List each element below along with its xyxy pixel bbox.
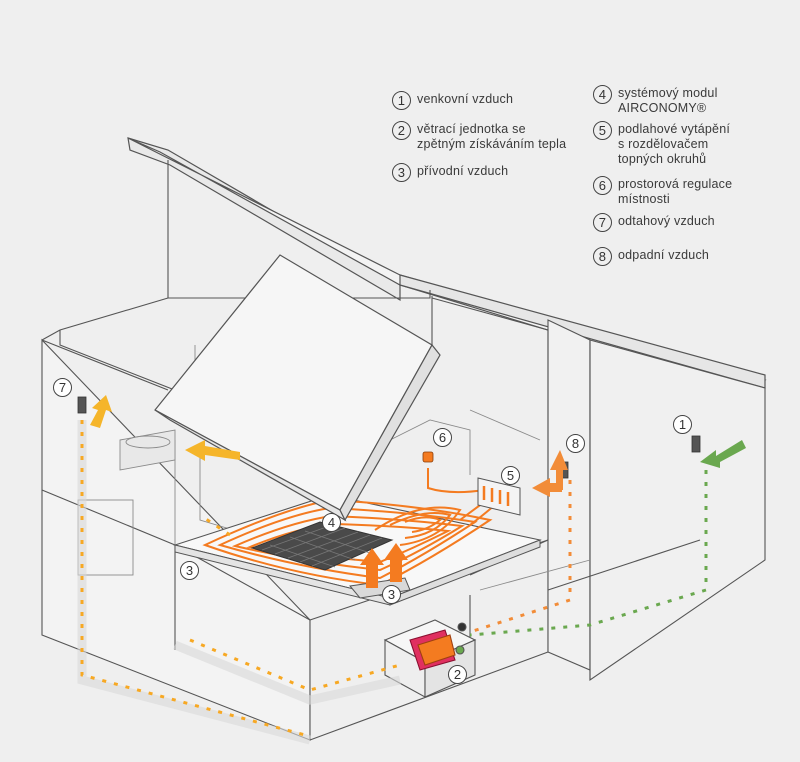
right-annex-wall xyxy=(589,339,766,682)
legend-label: odtahový vzduch xyxy=(618,214,715,228)
exhaust-air-arrow-left xyxy=(532,478,562,497)
extract-air-arrow-left xyxy=(90,395,112,428)
ventilation-unit xyxy=(383,619,477,698)
callout-1: 1 xyxy=(673,415,692,434)
heating-manifold xyxy=(477,477,521,516)
outdoor-air-arrow xyxy=(700,440,746,468)
front-roof-panel xyxy=(154,254,441,522)
legend-label: venkovní vzduch xyxy=(417,92,514,106)
callout-2: 2 xyxy=(448,665,467,684)
legend-number: 5 xyxy=(593,121,612,140)
supply-air-flow xyxy=(80,420,401,737)
legend-number: 7 xyxy=(593,213,612,232)
interior-lines xyxy=(77,345,591,591)
legend-label: větrací jednotka se zpětným získáváním t… xyxy=(417,122,567,151)
exhaust-air-arrow-up xyxy=(550,450,568,490)
legend-item-4: 4 systémový modul AIRCONOMY® xyxy=(593,85,718,116)
room-thermostat xyxy=(422,451,434,463)
legend-number: 1 xyxy=(392,91,411,110)
supply-air-duct xyxy=(77,420,401,745)
airconomy-module xyxy=(250,521,394,571)
supply-air-arrow-floor-2 xyxy=(384,543,408,582)
legend-item-1: 1 venkovní vzduch xyxy=(392,91,514,110)
legend-number: 3 xyxy=(392,163,411,182)
roof-left-plane xyxy=(127,137,401,302)
legend-number: 8 xyxy=(593,247,612,266)
supply-air-arrow-floor-1 xyxy=(360,548,384,588)
exhaust-air-flow xyxy=(469,480,572,634)
legend-item-2: 2 větrací jednotka se zpětným získáváním… xyxy=(392,121,567,152)
legend-number: 2 xyxy=(392,121,411,140)
callout-8: 8 xyxy=(566,434,585,453)
legend-label: přívodní vzduch xyxy=(417,164,509,178)
air-arrows xyxy=(90,395,746,588)
legend-label: systémový modul AIRCONOMY® xyxy=(618,86,718,115)
callout-7: 7 xyxy=(53,378,72,397)
floor-grille xyxy=(349,577,411,599)
roof xyxy=(127,137,767,391)
callout-3-left: 3 xyxy=(180,561,199,580)
outdoor-air-flow xyxy=(469,470,708,637)
callout-4: 4 xyxy=(322,513,341,532)
supply-air-arrow-upper xyxy=(185,440,240,461)
legend-number: 4 xyxy=(593,85,612,104)
legend-label: odpadní vzduch xyxy=(618,248,710,262)
legend-item-5: 5 podlahové vytápění s rozdělovačem topn… xyxy=(593,121,731,167)
legend-label: prostorová regulace místnosti xyxy=(618,177,733,206)
callout-3-floor: 3 xyxy=(382,585,401,604)
callout-5: 5 xyxy=(501,466,520,485)
legend-item-7: 7 odtahový vzduch xyxy=(593,213,715,232)
callout-6: 6 xyxy=(433,428,452,447)
legend-item-6: 6 prostorová regulace místnosti xyxy=(593,176,733,207)
legend-number: 6 xyxy=(593,176,612,195)
legend-item-8: 8 odpadní vzduch xyxy=(593,247,710,266)
legend-item-3: 3 přívodní vzduch xyxy=(392,163,509,182)
legend-label: podlahové vytápění s rozdělovačem topnýc… xyxy=(618,122,731,166)
